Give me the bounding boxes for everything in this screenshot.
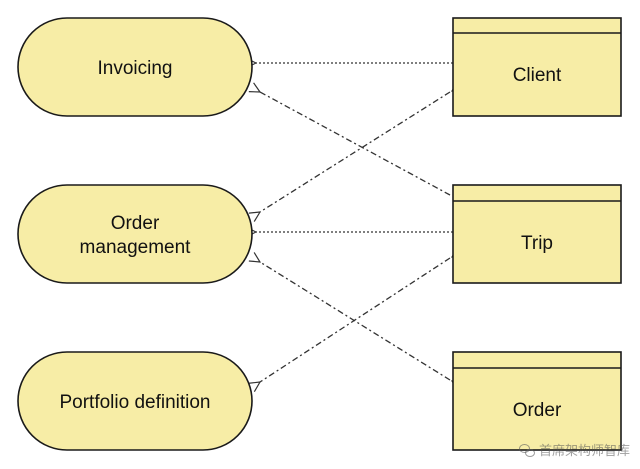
connector-client-to-order-management [260,91,451,212]
class-trip[interactable]: Trip [452,184,622,284]
class-label: Client [513,65,562,86]
class-client[interactable]: Client [452,17,622,117]
class-label: Order [513,400,562,421]
use-case-order-management[interactable]: Order management [17,184,253,284]
class-order[interactable]: Order [452,351,622,451]
use-case-shape [17,351,253,451]
wechat-icon [518,443,535,457]
connectors [256,63,453,382]
use-case-invoicing[interactable]: Invoicing [17,17,253,117]
class-label: Trip [521,233,553,254]
class-box [452,17,622,117]
use-case-label-line-1: Order [111,213,160,234]
use-case-label: Invoicing [98,58,173,79]
use-case-portfolio-definition[interactable]: Portfolio definition [17,351,253,451]
watermark-text: 首席架构师智库 [538,444,630,459]
watermark: 首席架构师智库 [518,440,630,459]
use-case-shape [17,184,253,284]
connector-order-to-order-management [260,262,451,381]
use-case-label: Portfolio definition [59,392,210,413]
use-case-shape [17,17,253,117]
connector-trip-to-invoicing [260,92,451,196]
use-case-label-line-2: management [80,237,192,258]
connector-trip-to-portfolio-definition [260,257,451,382]
